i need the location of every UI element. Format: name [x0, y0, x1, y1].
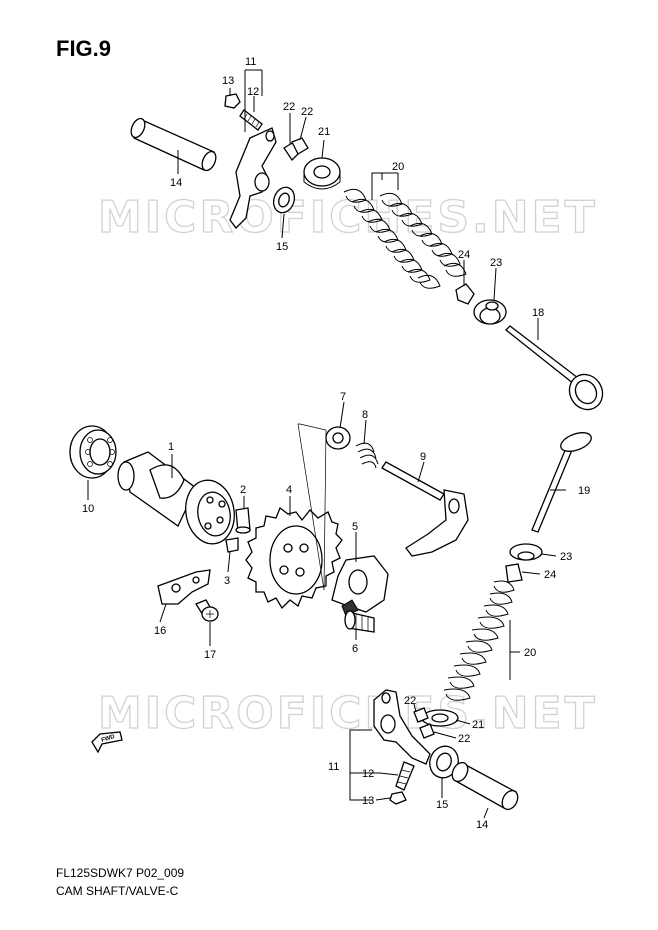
rocker-shaft-lower: [451, 761, 519, 811]
callout-18-upper: 18: [532, 307, 544, 319]
callout-17: 17: [204, 649, 216, 661]
callout-21-lower: 21: [472, 719, 484, 731]
callout-13-upper: 13: [222, 75, 234, 87]
callout-24-upper: 24: [458, 249, 470, 261]
callout-6: 6: [352, 643, 358, 655]
lower-leader-lines: [349, 489, 566, 819]
stem-seal-upper: [455, 283, 475, 305]
callout-12-lower: 12: [362, 768, 374, 780]
callout-4: 4: [286, 484, 292, 496]
spring-seat-lower: [509, 543, 543, 561]
callout-22b-upper: 22: [301, 106, 313, 118]
adjust-screw-upper: [239, 109, 263, 131]
callout-21-upper: 21: [318, 126, 330, 138]
spring-8: [355, 442, 379, 469]
callout-22b-lower: 22: [458, 733, 470, 745]
callout-14-lower: 14: [476, 819, 488, 831]
drawing-subtitle: CAM SHAFT/VALVE-C: [56, 884, 179, 898]
callout-8: 8: [362, 409, 368, 421]
callout-11-lower: 11: [328, 761, 339, 773]
forward-arrow-icon: FWD: [91, 731, 123, 754]
washer-upper: [272, 186, 296, 214]
lower-callouts: 19 23 24 20 21 22 22 11 12 13 15 14: [328, 485, 590, 831]
callout-23-upper: 23: [490, 257, 502, 269]
callout-22a-lower: 22: [404, 695, 416, 707]
drawing-code: FL125SDWK7 P02_009: [56, 866, 185, 880]
callout-13-lower: 13: [362, 795, 374, 807]
rocker-arm-lower: [373, 689, 431, 765]
camshaft: [117, 451, 235, 545]
pin: [225, 537, 239, 553]
callout-15-lower: 15: [436, 799, 448, 811]
callout-16: 16: [154, 625, 166, 637]
spring-retainer-upper: [303, 157, 341, 190]
fwd-label: FWD: [101, 734, 116, 744]
callout-14-upper: 14: [170, 177, 182, 189]
callout-9: 9: [420, 451, 426, 463]
valve-springs-lower: [443, 580, 515, 701]
decomp-shaft: [381, 461, 469, 557]
upper-leader-lines: [177, 69, 539, 340]
tappet-caps-upper: [283, 137, 309, 162]
watermark-upper: MICROFICHES.NET: [98, 192, 598, 243]
callout-3: 3: [224, 575, 230, 587]
adjust-screw-lower: [395, 761, 415, 791]
lock-nut-lower: [389, 791, 407, 805]
callout-23-lower: 23: [560, 551, 572, 563]
callout-12-upper: 12: [247, 86, 259, 98]
screw-17: [195, 599, 219, 622]
decomp-lever: [331, 555, 389, 617]
washer-lower: [429, 745, 459, 779]
valve-upper: [505, 325, 604, 411]
upper-callouts: 11 13 12 14 22 22 21 15 20 24 23 18: [170, 56, 544, 319]
spring-seat-upper: [473, 299, 507, 325]
callout-24-lower: 24: [544, 569, 556, 581]
cam-sprocket: [245, 506, 343, 610]
callout-1: 1: [168, 441, 174, 453]
stopper-plate: [157, 569, 211, 605]
rocker-shaft-upper: [130, 117, 217, 172]
callout-7: 7: [340, 391, 346, 403]
valve-lower: [531, 432, 592, 533]
washer-7: [325, 426, 351, 450]
bearing: [69, 425, 117, 479]
callout-19-lower: 19: [578, 485, 590, 497]
valve-springs-upper: [343, 188, 467, 289]
callout-15-upper: 15: [276, 241, 288, 253]
middle-leader-lines: [87, 401, 425, 646]
stem-seal-lower: [505, 563, 523, 583]
watermark-lower: MICROFICHES.NET: [98, 688, 598, 739]
figure-title: FIG.9: [56, 36, 112, 61]
spring-retainer-lower: [421, 709, 459, 727]
bolt-6: [344, 610, 375, 633]
rocker-arm-upper: [229, 127, 277, 229]
callout-20-lower: 20: [524, 647, 536, 659]
callout-2: 2: [240, 484, 246, 496]
middle-callouts: 1 2 3 4 5 6 7 8 9 10 16 17: [82, 391, 426, 661]
callout-20-upper: 20: [392, 161, 404, 173]
dowel-pin: [235, 507, 251, 534]
callout-5: 5: [352, 521, 358, 533]
lock-nut-upper: [224, 93, 241, 109]
callout-10: 10: [82, 503, 94, 515]
callout-11-upper: 11: [245, 56, 256, 68]
tappet-caps-lower: [413, 707, 435, 739]
callout-22a-upper: 22: [283, 101, 295, 113]
